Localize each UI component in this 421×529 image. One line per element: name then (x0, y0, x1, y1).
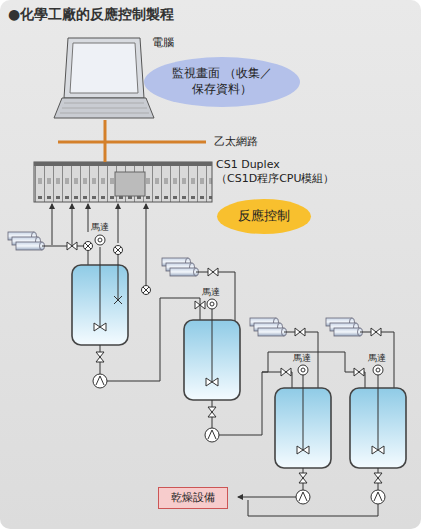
motor-label: 馬達 (202, 286, 220, 299)
motor-label: 馬達 (368, 352, 386, 365)
edge-label: 乙太網路 (212, 134, 260, 149)
node-text: 反應控制 (238, 208, 290, 225)
oval-node: 反應控制 (216, 198, 312, 235)
oval-node: 監視畫面 （收集／保存資料） (143, 56, 301, 108)
motor-label: 馬達 (91, 221, 109, 234)
process-box: 乾燥設備 (158, 487, 228, 509)
plc-node: CS1 Duplex （CS1D程序CPU模組） (34, 162, 212, 202)
network-connector (104, 120, 107, 162)
motor-label: 馬達 (293, 352, 311, 365)
node-text: 電腦 (152, 36, 174, 50)
computer-node: 電腦 (56, 36, 156, 120)
node-text: 乾燥設備 (171, 491, 215, 505)
node-text: CS1 Duplex （CS1D程序CPU模組） (216, 158, 340, 187)
node-text: 監視畫面 （收集／保存資料） (165, 66, 279, 97)
diagram-title: ●化學工廠的反應控制製程 (8, 6, 174, 24)
